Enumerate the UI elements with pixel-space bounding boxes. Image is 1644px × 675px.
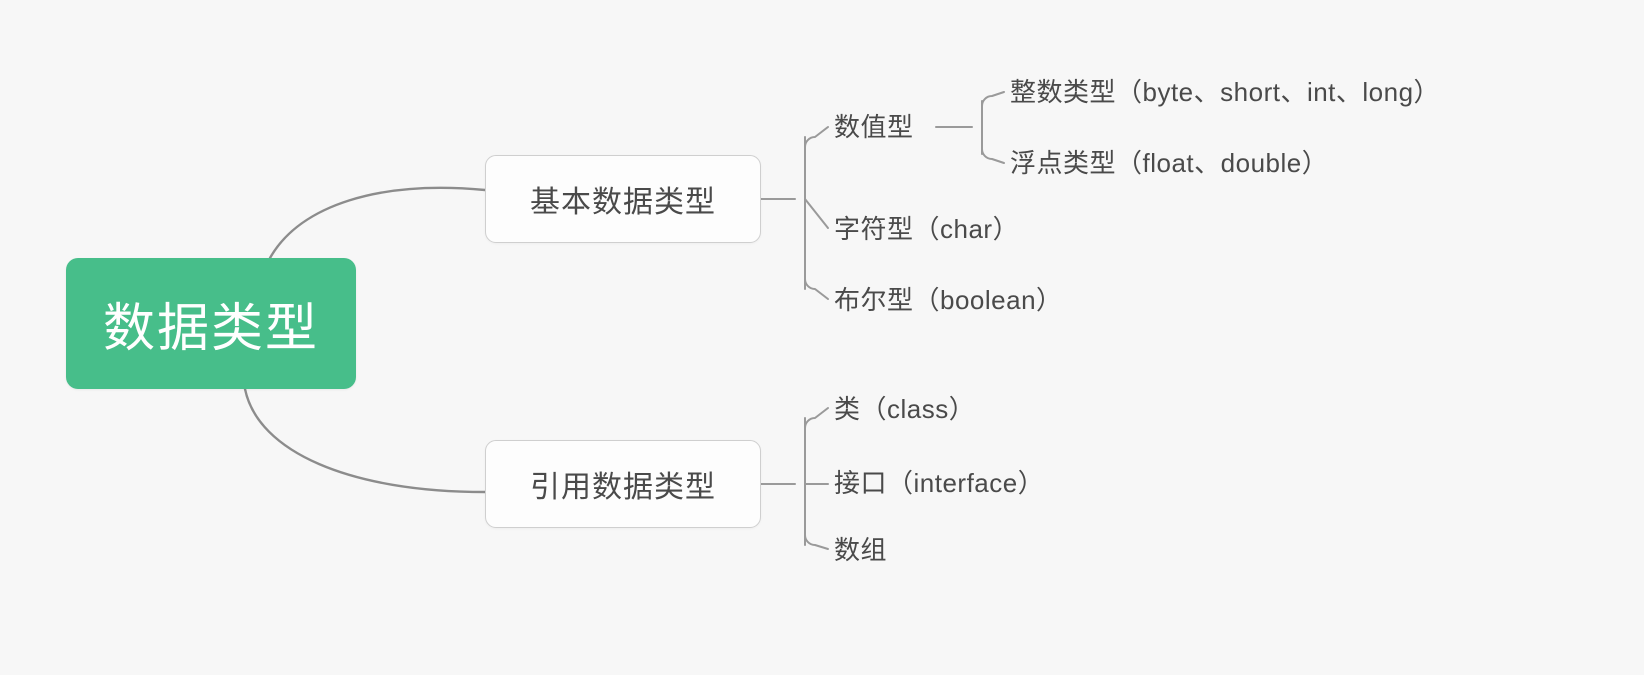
mindmap-node-primitive[interactable]: 基本数据类型 [485,155,761,243]
edge-primitive-arm-boolean [804,278,829,300]
mindmap-node-class[interactable]: 类（class） [834,394,976,424]
edge-reference-arm-class [804,407,829,429]
mindmap-node-float-types[interactable]: 浮点类型（float、double） [1010,148,1329,178]
mindmap-node-char[interactable]: 字符型（char） [834,214,1020,244]
mindmap-node-reference[interactable]: 引用数据类型 [485,440,761,528]
mindmap-node-primitive-label: 基本数据类型 [530,186,716,219]
edge-root-to-primitive [268,186,487,260]
edge-primitive-arm-char [804,198,829,229]
edge-reference-arm-array [804,534,829,550]
edge-root-to-reference [243,387,487,494]
mindmap-node-array[interactable]: 数组 [834,535,888,565]
mindmap-node-integer-types[interactable]: 整数类型（byte、short、int、long） [1010,77,1441,107]
edge-numeric-arm-float [981,148,1005,164]
edge-primitive-arm-numeric [804,126,829,148]
mindmap-node-interface[interactable]: 接口（interface） [834,468,1045,498]
mindmap-node-numeric[interactable]: 数值型 [834,112,914,142]
mindmap-node-reference-label: 引用数据类型 [530,471,716,504]
edge-numeric-arm-integer [981,91,1005,107]
mindmap-node-boolean[interactable]: 布尔型（boolean） [834,285,1063,315]
mindmap-root-label: 数据类型 [102,300,319,358]
mindmap-root-node[interactable]: 数据类型 [66,258,356,389]
